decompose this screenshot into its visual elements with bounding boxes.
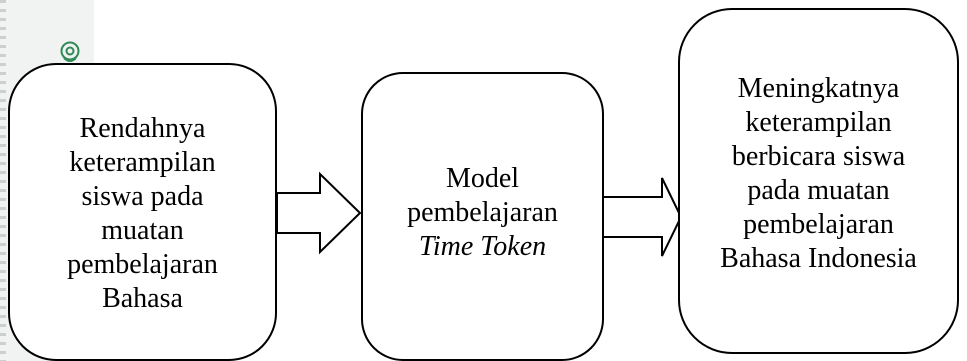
problem-line-4: muatan <box>101 215 184 246</box>
outcome-line-5: pembelajaran <box>743 209 894 240</box>
method-text: Model pembelajaran Time Token <box>407 162 558 264</box>
problem-text: Rendahnya keterampilan siswa pada muatan… <box>67 112 218 316</box>
outcome-box: Meningkatnya keterampilan berbicara sisw… <box>678 8 959 354</box>
method-line-3: Time Token <box>418 230 547 262</box>
outcome-line-1: Meningkatnya <box>737 73 900 104</box>
method-line-1: Model <box>445 162 520 194</box>
problem-line-6: Bahasa <box>102 283 183 314</box>
problem-line-1: Rendahnya <box>79 113 206 144</box>
outcome-line-3: berbicara siswa <box>731 141 906 172</box>
outcome-text: Meningkatnya keterampilan berbicara sisw… <box>720 72 917 276</box>
method-box: Model pembelajaran Time Token <box>361 72 604 361</box>
outcome-line-2: keterampilan <box>745 107 892 138</box>
problem-box: Rendahnya keterampilan siswa pada muatan… <box>8 63 277 361</box>
edge-marker <box>0 0 6 361</box>
outcome-line-4: pada muatan <box>747 175 890 206</box>
location-pin-icon <box>60 41 80 62</box>
outcome-line-6: Bahasa Indonesia <box>720 243 917 274</box>
problem-line-5: pembelajaran <box>67 249 218 280</box>
problem-line-3: siswa pada <box>81 181 204 212</box>
method-line-2: pembelajaran <box>407 196 558 228</box>
arrow-right-2 <box>602 177 683 257</box>
problem-line-2: keterampilan <box>69 147 216 178</box>
arrow-right-1 <box>276 171 362 255</box>
